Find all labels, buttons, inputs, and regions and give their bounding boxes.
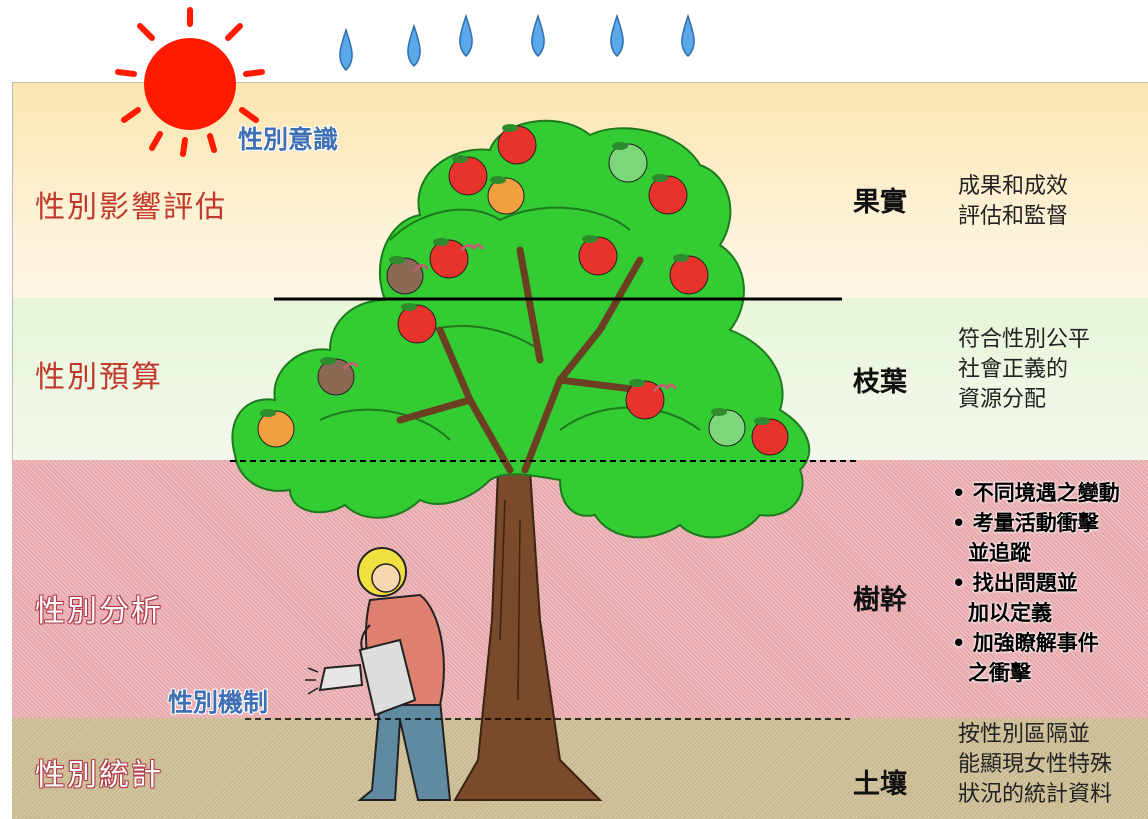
bullet-continuation: 之衝擊	[968, 661, 1031, 685]
sun-icon	[115, 7, 265, 157]
gender-awareness-label: 性別意識	[238, 125, 339, 154]
apple-icon	[429, 239, 469, 279]
apple-icon	[497, 125, 537, 165]
desc-line: 資源分配	[958, 387, 1047, 412]
desc-fruit: 成果和成效 評估和監督	[958, 172, 1068, 232]
bullet-text: 不同境遇之變動	[972, 481, 1120, 505]
gender-mechanism-label: 性別機制	[168, 688, 269, 717]
worm-icon	[343, 361, 359, 370]
desc-line: 按性別區隔並	[958, 722, 1091, 747]
bullet-text: 考量活動衝擊	[972, 511, 1099, 535]
worm-icon	[653, 383, 677, 392]
apple-icon	[751, 418, 789, 456]
desc-line: 社會正義的	[958, 357, 1069, 382]
left-label-statistics: 性別統計	[35, 758, 163, 793]
raindrop-icon	[531, 13, 545, 58]
left-label-impact-assessment: 性別影響評估	[35, 190, 227, 225]
apple-icon	[669, 255, 709, 295]
raindrop-icon	[459, 13, 473, 58]
part-label-branches-leaves: 枝葉	[853, 367, 907, 398]
bullet-item: • 加強瞭解事件	[952, 631, 1099, 655]
watering-can-icon	[305, 638, 417, 717]
part-label-soil: 土壤	[853, 769, 907, 800]
bullet-text: 找出問題並	[972, 571, 1078, 595]
tree-icon	[231, 119, 811, 801]
raindrop-icon	[610, 13, 624, 58]
apple-icon	[448, 156, 488, 196]
left-label-analysis: 性別分析	[35, 594, 163, 629]
apple-icon	[257, 410, 295, 448]
apple-icon	[397, 304, 437, 344]
raindrop-icon	[681, 13, 695, 58]
worm-icon	[413, 263, 429, 272]
band-soil	[12, 718, 1148, 819]
apple-icon	[608, 143, 648, 183]
trunk-bullet-list: • 不同境遇之變動 • 考量活動衝擊 並追蹤 • 找出問題並 加以定義 • 加強…	[952, 478, 1120, 688]
bullet-item: • 考量活動衝擊	[952, 511, 1099, 535]
apple-icon	[487, 177, 525, 215]
desc-line: 狀況的統計資料	[958, 782, 1113, 807]
bullet-continuation: 並追蹤	[968, 541, 1031, 565]
raindrop-icon	[407, 23, 421, 68]
bullet-item: • 不同境遇之變動	[952, 481, 1120, 505]
apple-icon	[708, 409, 746, 447]
bullet-text: 加強瞭解事件	[972, 631, 1099, 655]
apple-icon	[386, 257, 424, 295]
desc-line: 符合性別公平	[958, 327, 1091, 352]
desc-branches-leaves: 符合性別公平 社會正義的 資源分配	[958, 325, 1090, 415]
desc-line: 成果和成效	[958, 174, 1069, 199]
desc-line: 評估和監督	[958, 204, 1069, 229]
apples	[257, 124, 789, 456]
left-label-budget: 性別預算	[35, 360, 163, 395]
worm-icon	[460, 243, 484, 252]
bullet-item: • 找出問題並	[952, 571, 1078, 595]
part-label-trunk: 樹幹	[853, 585, 907, 616]
apple-icon	[578, 236, 618, 276]
part-label-fruit: 果實	[853, 187, 907, 218]
desc-soil: 按性別區隔並 能顯現女性特殊 狀況的統計資料	[958, 720, 1112, 810]
apple-icon	[648, 175, 688, 215]
raindrops	[339, 13, 695, 72]
raindrop-icon	[339, 27, 353, 72]
bullet-continuation: 加以定義	[968, 601, 1052, 625]
desc-line: 能顯現女性特殊	[958, 752, 1113, 777]
